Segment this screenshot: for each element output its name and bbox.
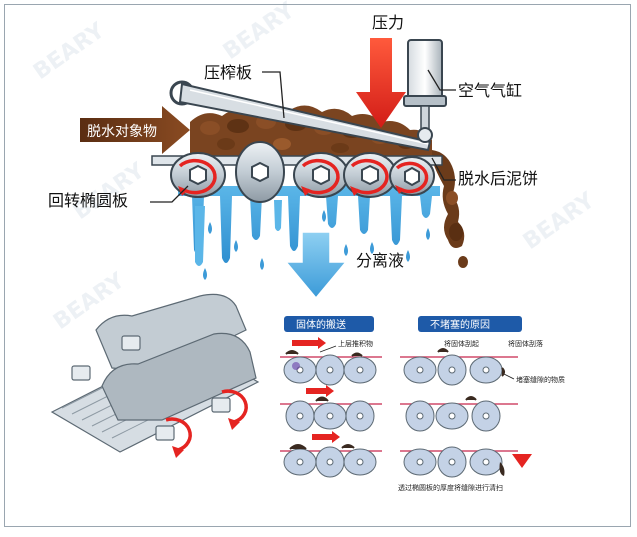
- filtrate-arrow: [284, 231, 348, 300]
- elliptic-plate: [389, 156, 435, 196]
- air-cylinder: [403, 39, 447, 143]
- elliptic-plate-label: 回转椭圆板: [48, 191, 128, 210]
- panel-left-title: 固体的搬送: [296, 318, 346, 331]
- elliptic-plates: [151, 141, 443, 203]
- panel-left-annotation: 上层推积物: [338, 339, 373, 348]
- air-cylinder-label: 空气气缸: [458, 81, 522, 100]
- dewatered-cake: [432, 150, 468, 268]
- press-plate: [169, 80, 432, 152]
- elliptic-plate: [170, 152, 226, 198]
- target-label: 脱水对象物: [87, 124, 157, 140]
- panel-left-row: [280, 431, 382, 478]
- target-arrow: [80, 106, 190, 154]
- panel-right-annotation-1: 将固体刮起: [444, 339, 479, 348]
- panel-right-title: 不堵塞的原因: [430, 318, 490, 331]
- panel-right: 不堵塞的原因 将固体刮起 将固体刮落 堵塞缝隙的物质: [398, 316, 565, 492]
- panel-left: 固体的搬送 上层推积物: [280, 316, 382, 478]
- pressure-label: 压力: [372, 13, 404, 32]
- press-plate-label: 压榨板: [204, 63, 252, 82]
- panel-left-row: [280, 385, 382, 432]
- panel-right-footer: 透过椭圆板的厚度将缝隙进行清扫: [398, 483, 503, 492]
- leader-lines: [150, 69, 456, 203]
- drop-arrow-icon: [512, 454, 532, 468]
- elliptic-plate: [235, 141, 285, 203]
- panel-right-row: [400, 348, 518, 386]
- panel-right-row: [400, 446, 532, 478]
- panel-left-row: [280, 337, 382, 386]
- filtrate-label: 分离液: [356, 251, 404, 270]
- cake-label: 脱水后泥饼: [458, 169, 538, 188]
- figure-border: [4, 4, 631, 527]
- pressure-arrow: [356, 38, 406, 128]
- panel-right-row: [400, 396, 518, 432]
- module-illustration: [50, 293, 260, 458]
- panel-right-annotation-3: 堵塞缝隙的物质: [516, 375, 565, 384]
- panel-right-annotation-2: 将固体刮落: [508, 339, 543, 348]
- elliptic-plate: [343, 152, 397, 198]
